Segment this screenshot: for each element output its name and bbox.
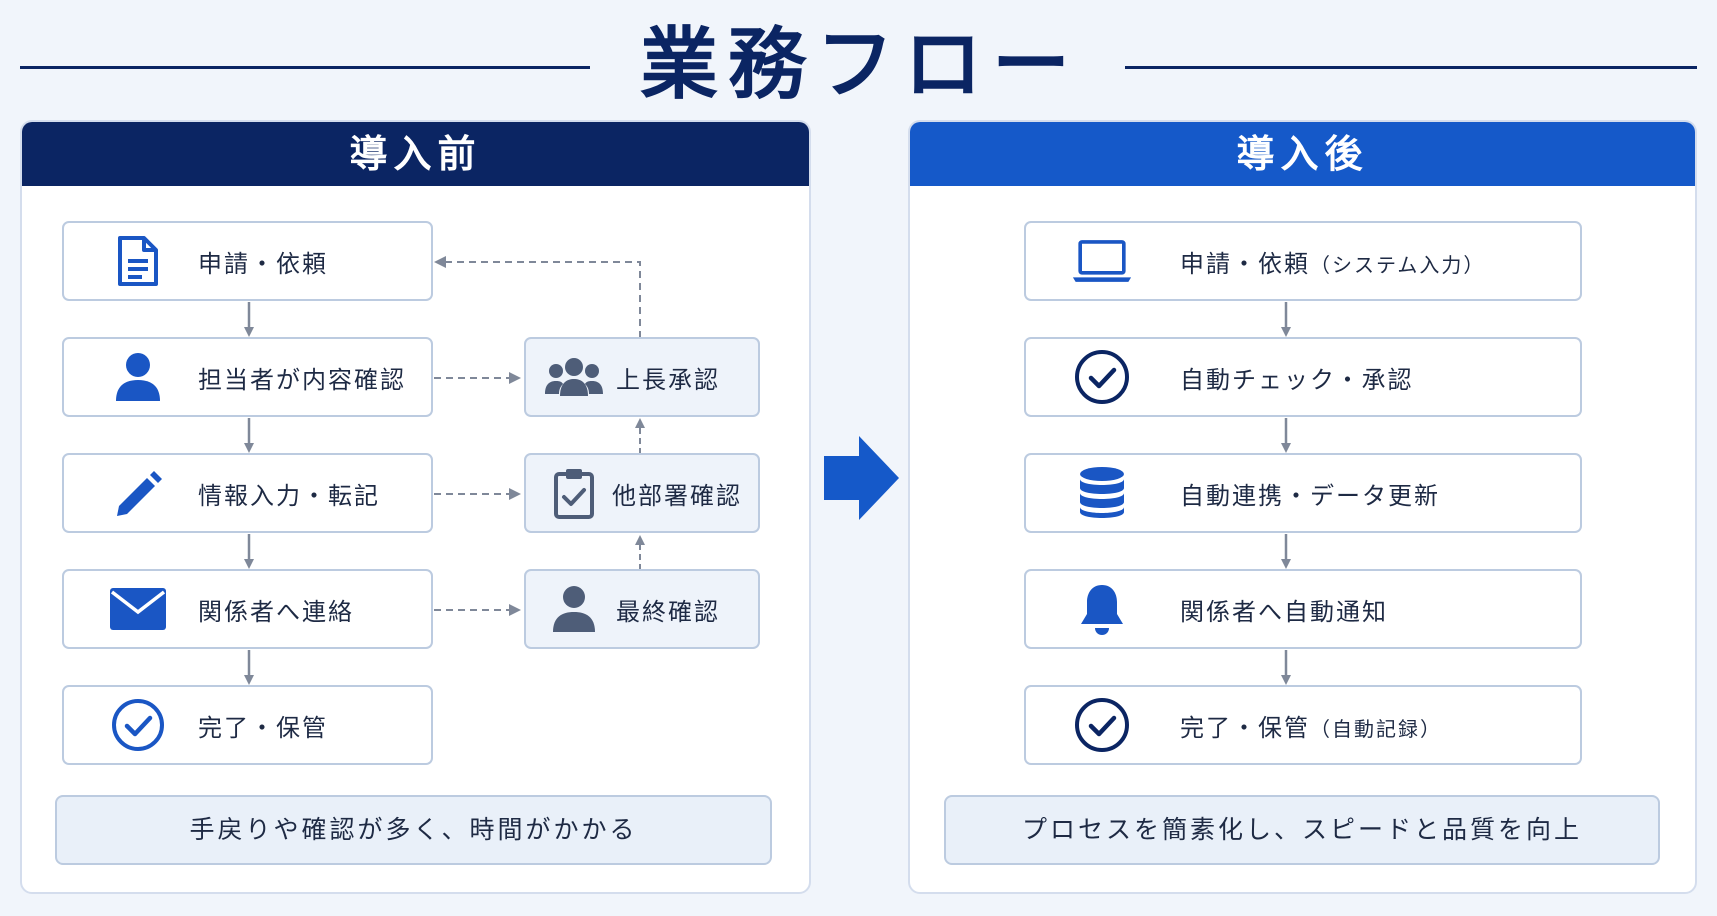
step-main-label: 関係者へ自動通知: [1180, 597, 1388, 626]
transition-arrow-icon: [824, 436, 899, 520]
after-step-complete: 完了・保管（自動記録）: [1024, 685, 1582, 765]
before-panel-header: 導入前: [22, 122, 809, 186]
step-label: 最終確認: [616, 597, 720, 626]
check-circle-icon: [1072, 347, 1132, 407]
person-icon: [544, 579, 604, 639]
before-step-input: 情報入力・転記: [62, 453, 433, 533]
before-side-dept-check: 他部署確認: [524, 453, 760, 533]
step-label: 完了・保管: [198, 713, 328, 742]
step-main-label: 自動連携・データ更新: [1180, 481, 1440, 510]
step-label: 自動連携・データ更新: [1180, 476, 1440, 511]
bell-icon: [1072, 579, 1132, 639]
before-step-contact: 関係者へ連絡: [62, 569, 433, 649]
check-circle-icon: [108, 695, 168, 755]
step-main-label: 自動チェック・承認: [1180, 365, 1414, 394]
step-label: 情報入力・転記: [198, 481, 380, 510]
step-label: 他部署確認: [612, 481, 742, 510]
step-label: 申請・依頼: [198, 249, 328, 278]
before-side-final-check: 最終確認: [524, 569, 760, 649]
database-icon: [1072, 463, 1132, 523]
before-side-approval: 上長承認: [524, 337, 760, 417]
step-label: 上長承認: [616, 365, 720, 394]
title-rule-right: [1125, 66, 1697, 69]
before-step-request: 申請・依頼: [62, 221, 433, 301]
step-main-label: 完了・保管: [1180, 713, 1310, 742]
person-icon: [108, 347, 168, 407]
step-label: 自動チェック・承認: [1180, 360, 1414, 395]
step-sub-label: （自動記録）: [1310, 716, 1442, 741]
document-icon: [108, 231, 168, 291]
step-main-label: 申請・依頼: [1180, 249, 1310, 278]
page-title: 業務フロー: [639, 20, 1080, 110]
envelope-icon: [108, 579, 168, 639]
before-step-review: 担当者が内容確認: [62, 337, 433, 417]
after-step-data-sync: 自動連携・データ更新: [1024, 453, 1582, 533]
step-label: 担当者が内容確認: [198, 365, 406, 394]
after-panel-header: 導入後: [910, 122, 1695, 186]
return-arrow: [434, 256, 641, 338]
step-label: 申請・依頼（システム入力）: [1180, 244, 1485, 279]
step-sub-label: （システム入力）: [1310, 252, 1486, 277]
step-label: 関係者へ自動通知: [1180, 592, 1388, 627]
step-label: 完了・保管（自動記録）: [1180, 708, 1442, 743]
after-step-auto-notify: 関係者へ自動通知: [1024, 569, 1582, 649]
after-step-auto-check: 自動チェック・承認: [1024, 337, 1582, 417]
after-step-request: 申請・依頼（システム入力）: [1024, 221, 1582, 301]
group-icon: [544, 347, 604, 407]
pencil-icon: [108, 463, 168, 523]
laptop-icon: [1072, 231, 1132, 291]
after-note: プロセスを簡素化し、スピードと品質を向上: [944, 795, 1660, 865]
clipboard-check-icon: [544, 463, 604, 523]
before-note: 手戻りや確認が多く、時間がかかる: [55, 795, 772, 865]
title-rule-left: [20, 66, 590, 69]
check-circle-icon: [1072, 695, 1132, 755]
before-step-complete: 完了・保管: [62, 685, 433, 765]
step-label: 関係者へ連絡: [198, 597, 354, 626]
